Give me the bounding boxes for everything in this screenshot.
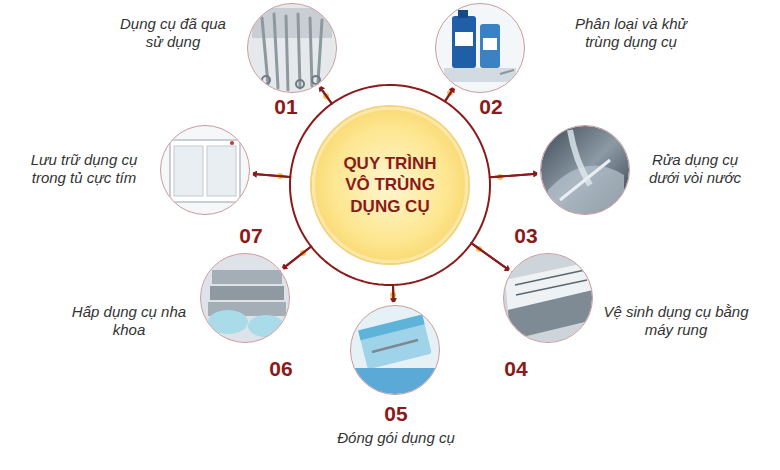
photo-ground <box>248 4 336 92</box>
step-photo-circle: Hấp dụng cụ nha khoa06 <box>200 253 290 343</box>
photo-ground <box>160 125 250 215</box>
photo-ground <box>436 4 524 92</box>
pouch <box>358 315 432 370</box>
step-number: 04 <box>481 356 551 381</box>
cabinet <box>170 140 240 202</box>
step-number: 01 <box>251 94 321 119</box>
instrument <box>500 70 514 74</box>
cycle-arrow <box>250 174 311 271</box>
cycle-arrow <box>318 85 455 104</box>
ultrasonic-cleaner-photo <box>503 253 593 343</box>
washing-photo <box>540 126 630 216</box>
tank <box>508 290 593 340</box>
indicator-light <box>230 141 234 145</box>
step-number: 05 <box>361 401 431 426</box>
tray <box>210 286 284 300</box>
step-photo-circle: Lưu trữ dụng cụ trong tủ cực tím07 <box>160 125 250 215</box>
bottle <box>452 16 476 68</box>
tray-mesh <box>515 270 587 295</box>
cycle-arrow <box>471 173 540 271</box>
gloved-hand <box>248 315 284 337</box>
step-label: Rửa dụng cụ dưới vòi nước <box>639 151 751 187</box>
step-photo-circle: Vệ sinh dụng cụ bằng máy rung04 <box>503 253 593 343</box>
instruments <box>262 14 322 90</box>
step-label: Đóng gói dụng cụ <box>301 429 491 447</box>
uv-cabinet-photo <box>160 125 250 215</box>
instrument-rings <box>262 76 320 88</box>
step-photo-circle: Phân loại và khử trùng dụng cụ02 <box>435 3 525 93</box>
step-label: Hấp dụng cụ nha khoa <box>63 303 195 339</box>
bottle-cap <box>458 10 468 18</box>
tray <box>444 68 516 82</box>
cabinet-door <box>207 146 236 196</box>
step-label: Phân loại và khử trùng dụng cụ <box>561 15 701 51</box>
used-instruments-photo <box>248 4 336 92</box>
packaging-photo <box>350 305 440 395</box>
autoclave-photo <box>200 253 290 343</box>
center-circle: QUY TRÌNH VÔ TRÙNG DỤNG CỤ <box>312 107 468 263</box>
step-label: Vệ sinh dụng cụ bằng máy rung <box>601 303 751 339</box>
pouch-seal <box>358 315 424 341</box>
gloved-hand <box>208 310 248 334</box>
step-label: Dụng cụ đã qua sử dụng <box>113 15 233 51</box>
disinfectant-photo <box>436 4 524 92</box>
pouch <box>352 368 438 394</box>
bottle-tag <box>483 38 497 50</box>
step-photo-circle: Dụng cụ đã qua sử dụng01 <box>247 3 337 93</box>
photo-ground <box>200 253 290 343</box>
step-number: 07 <box>216 223 286 248</box>
bottle <box>480 24 500 68</box>
ring-dots <box>277 90 503 298</box>
step-number: 03 <box>491 223 561 248</box>
step-number: 06 <box>246 356 316 381</box>
instrument <box>372 340 418 352</box>
step-photo-circle: Đóng gói dụng cụ05 <box>350 305 440 395</box>
center-title: QUY TRÌNH VÔ TRÙNG DỤNG CỤ <box>336 153 444 217</box>
photo-ground <box>350 305 440 395</box>
cabinet-door <box>174 146 203 196</box>
tray <box>212 270 282 284</box>
step-number: 02 <box>456 94 526 119</box>
photo-ground <box>540 126 630 216</box>
bottle-tag <box>455 32 473 46</box>
step-label: Lưu trữ dụng cụ trong tủ cực tím <box>13 151 155 187</box>
step-photo-circle: Rửa dụng cụ dưới vòi nước03 <box>540 125 630 215</box>
photo-ground <box>503 253 593 343</box>
instrument <box>560 160 610 200</box>
